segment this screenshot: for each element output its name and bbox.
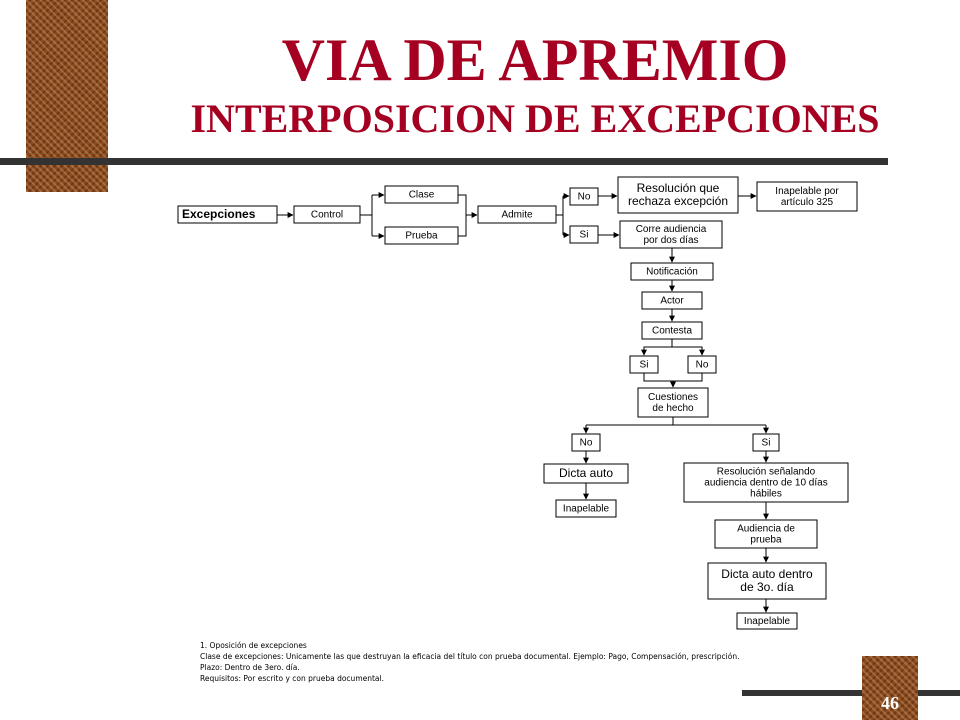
node-box: [477, 205, 557, 224]
node-box: [641, 321, 703, 340]
node-box: [617, 176, 739, 214]
node-notificacion: Notificación: [630, 262, 714, 281]
node-label: Notificación: [646, 267, 698, 278]
node-box: [687, 355, 717, 374]
node-si-top: Si: [569, 225, 599, 244]
node-box: [714, 519, 818, 549]
node-label: No: [696, 360, 709, 371]
node-box: [630, 262, 714, 281]
node-box: [637, 387, 709, 418]
note-deadline: Plazo: Dentro de 3ero. día.: [200, 663, 300, 672]
node-label: Actor: [660, 296, 684, 307]
node-label: Inapelable: [563, 504, 610, 515]
node-label: Admite: [501, 210, 533, 221]
node-si-contesta: Si: [629, 355, 659, 374]
node-label: artículo 325: [781, 197, 834, 208]
slide-subtitle: INTERPOSICION DE EXCEPCIONES: [190, 96, 880, 141]
node-label: Corre audiencia: [636, 224, 707, 235]
note-requirements: Requisitos: Por escrito y con prueba doc…: [200, 674, 384, 683]
node-label: No: [580, 438, 593, 449]
node-label: Resolución señalando: [717, 467, 816, 478]
node-label: Dicta auto dentro: [721, 567, 813, 581]
node-no-top: No: [569, 187, 599, 206]
node-box: [683, 462, 849, 503]
node-label: de 3o. día: [740, 580, 794, 594]
node-label: Si: [580, 230, 589, 241]
node-box: [569, 187, 599, 206]
note-exception-class: Clase de excepciones: Unicamente las que…: [200, 652, 740, 661]
flowchart-connectors: [277, 192, 769, 613]
node-box: [752, 433, 780, 452]
node-label: No: [578, 192, 591, 203]
node-box: [384, 226, 459, 245]
node-label: rechaza excepción: [628, 194, 728, 208]
node-box: [736, 612, 798, 630]
arrow-to-no-contesta: [672, 346, 705, 356]
node-box: [555, 499, 617, 518]
node-label: por dos días: [643, 235, 698, 246]
node-box: [543, 463, 629, 484]
node-clase: Clase: [384, 185, 459, 204]
node-contesta: Contesta: [641, 321, 703, 340]
line-merge-contesta: [643, 373, 703, 382]
node-box: [571, 433, 601, 452]
node-label: Excepciones: [182, 207, 256, 221]
note-heading: 1. Oposición de excepciones: [200, 641, 307, 650]
footer-rule: [742, 690, 960, 696]
node-label: Clase: [409, 190, 435, 201]
node-label: prueba: [750, 535, 782, 546]
node-box: [384, 185, 459, 204]
title-underline-rule: [0, 158, 888, 165]
node-actor: Actor: [641, 291, 703, 310]
slide-title: VIA DE APREMIO: [281, 27, 789, 93]
page-number: 46: [881, 693, 899, 713]
node-label: Si: [640, 360, 649, 371]
node-control: Control: [293, 205, 361, 224]
node-si-hecho: Si: [752, 433, 780, 452]
node-label: Inapelable: [744, 616, 791, 627]
node-no-hecho: No: [571, 433, 601, 452]
node-box: [569, 225, 599, 244]
node-label: Dicta auto: [559, 466, 613, 480]
arrow-to-si-contesta: [641, 339, 673, 356]
node-label: Prueba: [405, 231, 438, 242]
line-merge-vertical: [458, 194, 467, 237]
node-prueba: Prueba: [384, 226, 459, 245]
node-box: [293, 205, 361, 224]
node-box: [707, 562, 827, 600]
node-label: audiencia dentro de 10 días: [704, 478, 827, 489]
node-label: Cuestiones: [648, 392, 698, 403]
node-box: [756, 181, 858, 212]
node-box: [177, 205, 278, 224]
node-label: hábiles: [750, 489, 782, 500]
node-no-contesta: No: [687, 355, 717, 374]
node-excepciones: Excepciones: [177, 205, 278, 224]
node-label: de hecho: [652, 403, 694, 414]
node-inapelable-a: Inapelable: [555, 499, 617, 518]
node-admite: Admite: [477, 205, 557, 224]
node-label: Inapelable por: [775, 186, 839, 197]
node-label: Resolución que: [637, 181, 720, 195]
page-number-block: 46: [862, 656, 918, 720]
node-box: [619, 220, 723, 249]
footnotes: 1. Oposición de excepciones Clase de exc…: [200, 640, 850, 684]
node-label: Control: [311, 210, 343, 221]
node-label: Audiencia de: [737, 524, 795, 535]
node-box: [629, 355, 659, 374]
node-dicta-auto: Dicta auto: [543, 463, 629, 484]
node-box: [641, 291, 703, 310]
node-inapelable-b: Inapelable: [736, 612, 798, 630]
node-label: Si: [762, 438, 771, 449]
node-label: Contesta: [652, 326, 692, 337]
